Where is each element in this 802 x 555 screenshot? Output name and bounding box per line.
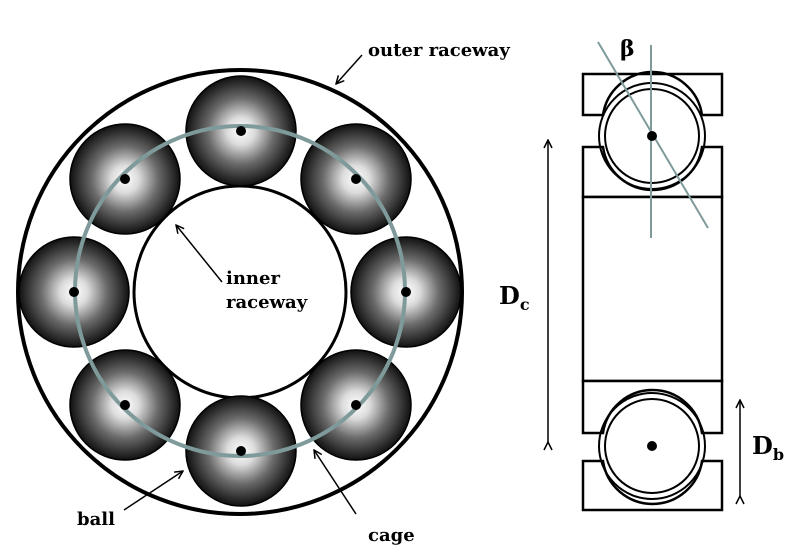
beta-label: β: [620, 36, 635, 62]
ball-center-dot: [120, 400, 130, 410]
ball-arrow: [123, 471, 183, 511]
section-ball-bottom-outer: [598, 392, 706, 500]
inner-raceway-arrow: [176, 225, 223, 283]
inner-raceway-label-line2: raceway: [226, 292, 308, 313]
db-label: Db: [752, 431, 784, 464]
cage-label: cage: [368, 525, 415, 546]
bore: [581, 195, 724, 383]
ball-center-dot: [351, 400, 361, 410]
inner-raceway-label-line1: inner: [226, 268, 280, 289]
top-outer-race: [581, 70, 724, 117]
ball-centers: [69, 126, 411, 456]
section-ball-center-top: [647, 131, 657, 141]
ball-center-dot: [120, 174, 130, 184]
ball-label: ball: [77, 509, 115, 530]
front-view: outer raceway inner raceway ball cage: [16, 40, 510, 546]
dc-label: Dc: [499, 281, 530, 314]
outer-raceway-arrow: [336, 54, 363, 84]
ball-center-dot: [236, 446, 246, 456]
ball-center-dot: [69, 287, 79, 297]
ball-center-dot: [236, 126, 246, 136]
cross-section-view: β Dc Db: [499, 36, 784, 512]
ball-center-dot: [351, 174, 361, 184]
cage-arrow: [314, 450, 357, 515]
outer-raceway-label: outer raceway: [368, 40, 510, 61]
section-ball-center-bottom: [647, 441, 657, 451]
ball-center-dot: [401, 287, 411, 297]
